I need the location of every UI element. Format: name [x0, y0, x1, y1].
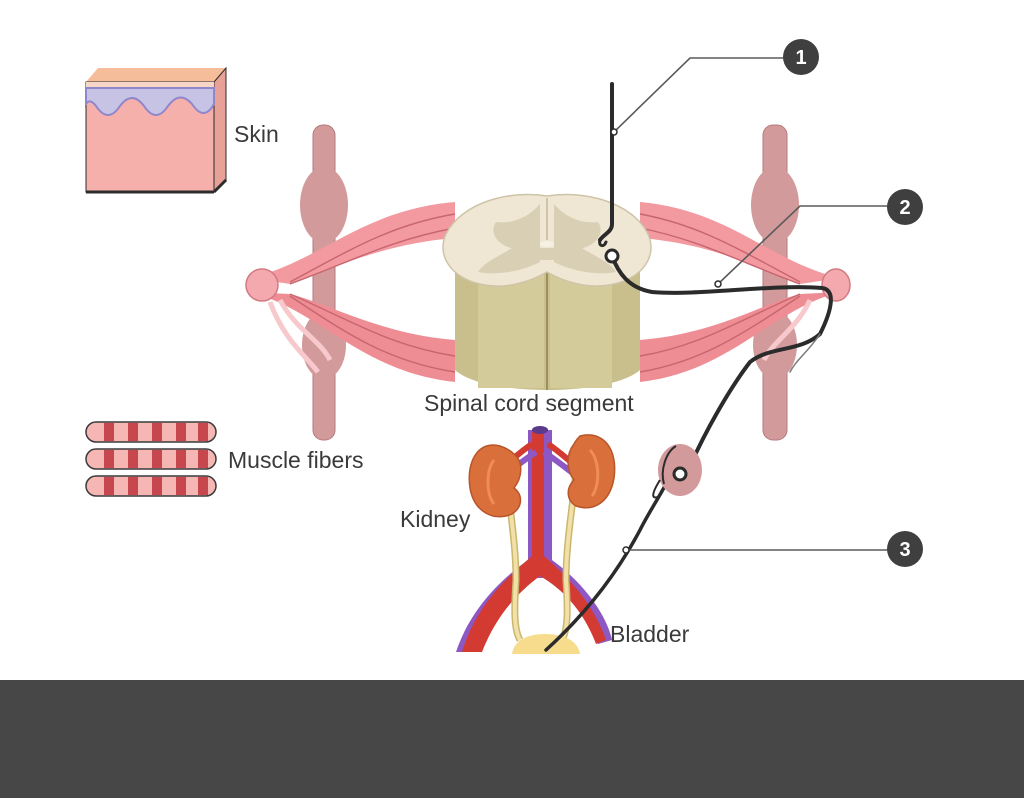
skin-block [85, 66, 228, 194]
right-nerve-roots [639, 202, 851, 382]
callout-badge-3[interactable]: 3 [887, 531, 923, 567]
kidney-label: Kidney [400, 506, 471, 532]
synapse-terminal-cord [604, 248, 620, 264]
left-nerve-roots [245, 202, 456, 382]
spinal-cord-segment [442, 193, 652, 390]
footer-bar [0, 680, 1024, 798]
svg-text:3: 3 [899, 539, 910, 561]
callout-anchors [610, 128, 722, 554]
ganglion-terminal [652, 444, 702, 499]
svg-text:1: 1 [795, 47, 806, 69]
nerve-pathway [544, 82, 833, 652]
left-kidney [468, 444, 522, 518]
muscle-fibers [85, 421, 217, 497]
svg-text:2: 2 [899, 197, 910, 219]
nerve-pathway-casing [789, 333, 821, 373]
urinary-system [456, 426, 616, 654]
right-sympathetic-chain [751, 124, 799, 441]
right-kidney [567, 434, 616, 509]
left-sympathetic-chain [300, 124, 348, 441]
skin-label: Skin [234, 121, 279, 147]
spinal-cord-label: Spinal cord segment [424, 390, 634, 416]
anatomy-diagram: Skin Muscle fi [85, 39, 923, 654]
callout-leaders [613, 57, 888, 551]
callout-badge-2[interactable]: 2 [887, 189, 923, 225]
muscle-fibers-label: Muscle fibers [228, 447, 363, 473]
callout-badge-1[interactable]: 1 [783, 39, 819, 75]
bladder-label: Bladder [610, 621, 690, 647]
